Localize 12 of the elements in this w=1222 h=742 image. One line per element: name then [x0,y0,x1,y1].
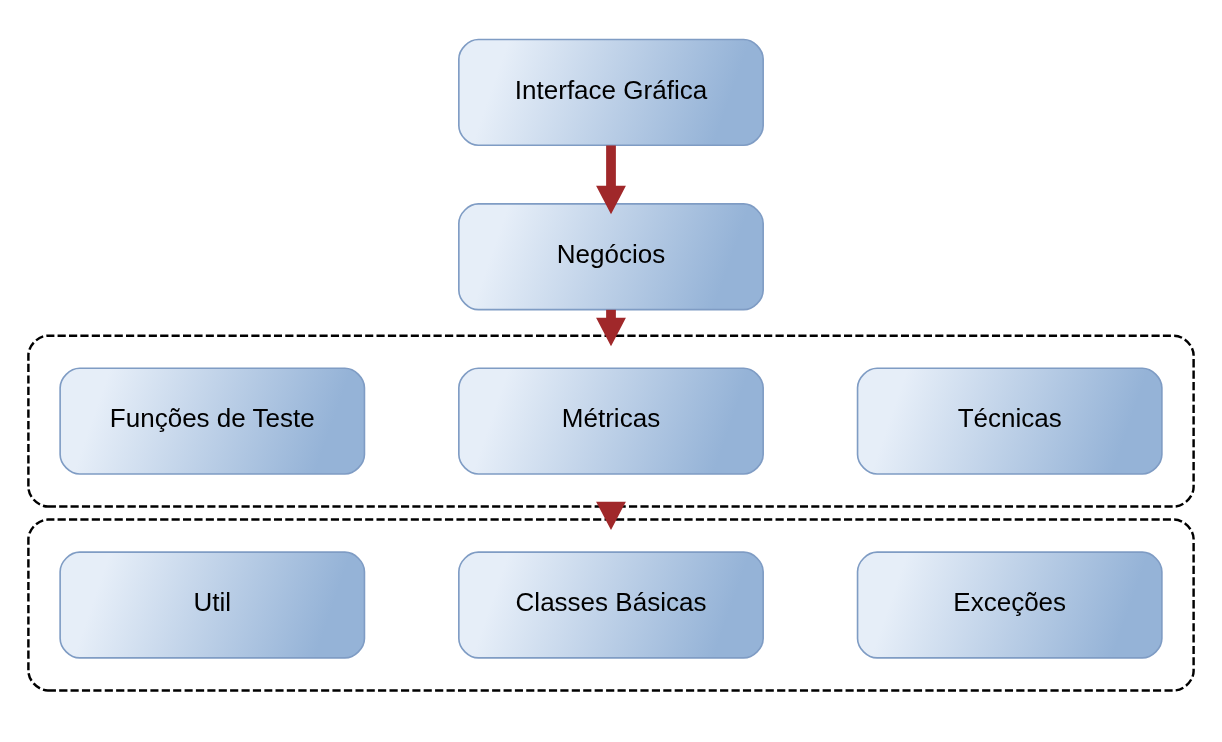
cluster [27,333,1195,508]
arrow [596,144,626,214]
node-box: Interface Gráfica [458,38,764,146]
node-box: Negócios [458,202,764,310]
node-box: Classes Básicas [458,550,764,659]
cluster [27,517,1195,692]
node-box: Métricas [458,366,764,475]
node-box: Exceções [856,550,1163,659]
node-box: Util [59,550,366,659]
arrow [596,501,626,530]
node-box: Funções de Teste [59,366,366,475]
node-box: Técnicas [856,366,1163,475]
